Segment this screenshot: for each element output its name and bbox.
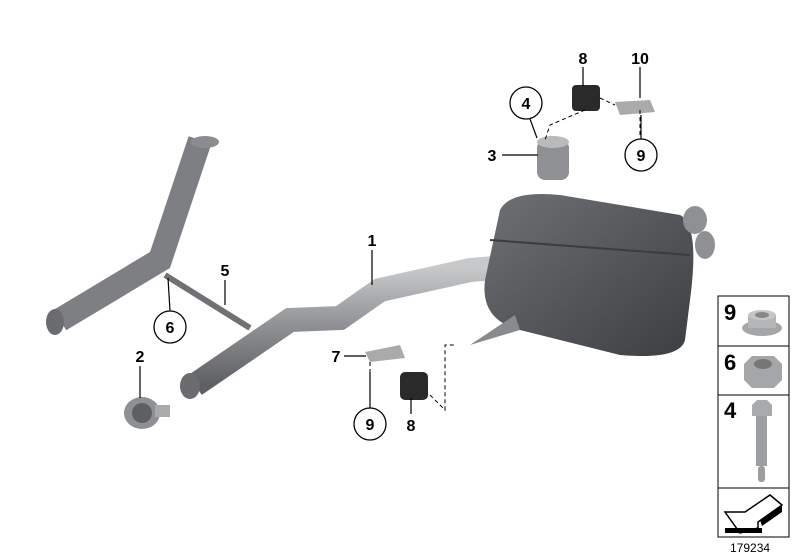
callout-8-lower: 8 (407, 418, 416, 435)
rear-muffler (470, 194, 715, 356)
callout-9-upper: 9 (637, 148, 646, 165)
front-pipe (46, 136, 496, 399)
bushing (537, 136, 569, 180)
bracket (163, 272, 252, 331)
pipe-clamp (124, 397, 170, 429)
callout-10: 10 (631, 51, 649, 68)
diagram-number: 179234 (730, 541, 770, 555)
callout-8-upper: 8 (579, 51, 588, 68)
rubber-mount-upper (572, 85, 600, 111)
bracket-10 (615, 100, 655, 115)
callout-2: 2 (136, 349, 145, 366)
callout-7: 7 (332, 349, 341, 366)
rubber-mount-lower (400, 372, 428, 400)
callout-9-lower: 9 (366, 417, 375, 434)
bracket-7 (365, 345, 405, 362)
callout-4: 4 (522, 96, 531, 113)
hex-nut-icon (744, 356, 782, 388)
callout-1: 1 (368, 233, 377, 250)
direction-arrow-icon (723, 494, 784, 534)
leader-lines (139, 67, 642, 414)
callout-5: 5 (221, 263, 230, 280)
hardware-legend (717, 295, 790, 538)
flange-nut-icon (742, 310, 782, 336)
legend-label-4: 4 (724, 398, 737, 423)
legend-label-9: 9 (724, 300, 736, 325)
callout-3: 3 (488, 148, 497, 165)
legend-label-6: 6 (724, 350, 736, 375)
bolt-icon (752, 400, 772, 482)
callout-6: 6 (166, 320, 175, 337)
callout-circles (153, 86, 658, 441)
